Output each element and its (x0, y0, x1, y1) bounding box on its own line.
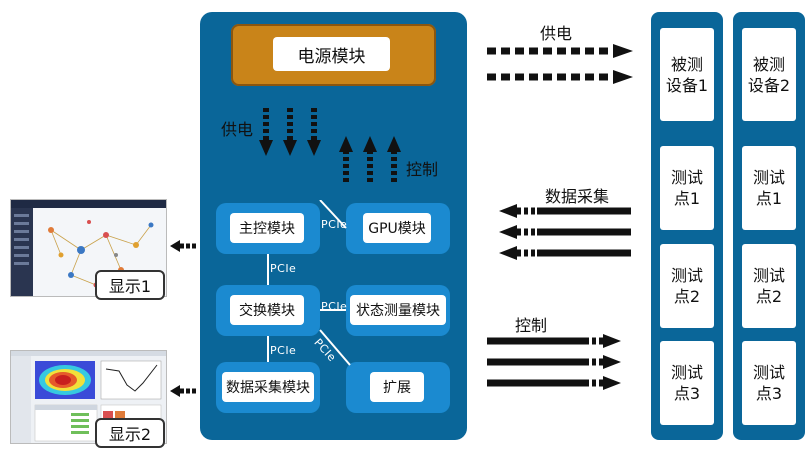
display-2-thumbnail (11, 351, 166, 443)
power-down-arrows (259, 108, 321, 156)
device-2-point-2: 测试 点2 (742, 244, 796, 328)
pcie-link-switch-expand (319, 329, 351, 366)
gpu-module: GPU模块 (363, 213, 431, 243)
switch-module: 交换模块 (230, 295, 304, 325)
data-acq-module: 数据采集模块 (222, 372, 314, 402)
board-internal-arrows (259, 108, 401, 185)
device-1-title: 被测 设备1 (660, 28, 714, 121)
pcie-label-1: PCIe (321, 218, 348, 231)
main-control-module: 主控模块 (230, 213, 304, 243)
status-measure-module: 状态测量模块 (350, 295, 446, 325)
pcie-label-3: PCIe (321, 300, 348, 313)
control-up-arrows (339, 136, 401, 185)
power-supply-label: 供电 (540, 24, 573, 43)
display-2-arrow (170, 385, 196, 397)
pcie-link-main-gpu (319, 200, 347, 229)
internal-power-label: 供电 (221, 120, 254, 139)
data-acq-label: 数据采集 (545, 187, 610, 206)
pcie-label-4: PCIe (270, 344, 297, 357)
control-arrows (487, 334, 621, 390)
control-label: 控制 (515, 316, 548, 335)
expand-module: 扩展 (370, 372, 424, 402)
device-1-point-3: 测试 点3 (660, 341, 714, 425)
device-2-point-3: 测试 点3 (742, 341, 796, 425)
device-2-title: 被测 设备2 (742, 28, 796, 121)
power-module-label: 电源模块 (273, 37, 390, 71)
power-supply-arrows (487, 44, 633, 84)
device-1-point-1: 测试 点1 (660, 146, 714, 230)
internal-control-label: 控制 (406, 160, 439, 179)
device-2-point-1: 测试 点1 (742, 146, 796, 230)
device-1-point-2: 测试 点2 (660, 244, 714, 328)
display-1-arrow (170, 240, 196, 252)
pcie-label-2: PCIe (270, 262, 297, 275)
display-1-label: 显示1 (95, 270, 165, 300)
display-2-label: 显示2 (95, 418, 165, 448)
pcie-links (267, 200, 351, 366)
display-2-screen (10, 350, 167, 444)
data-acq-arrows (499, 204, 631, 260)
